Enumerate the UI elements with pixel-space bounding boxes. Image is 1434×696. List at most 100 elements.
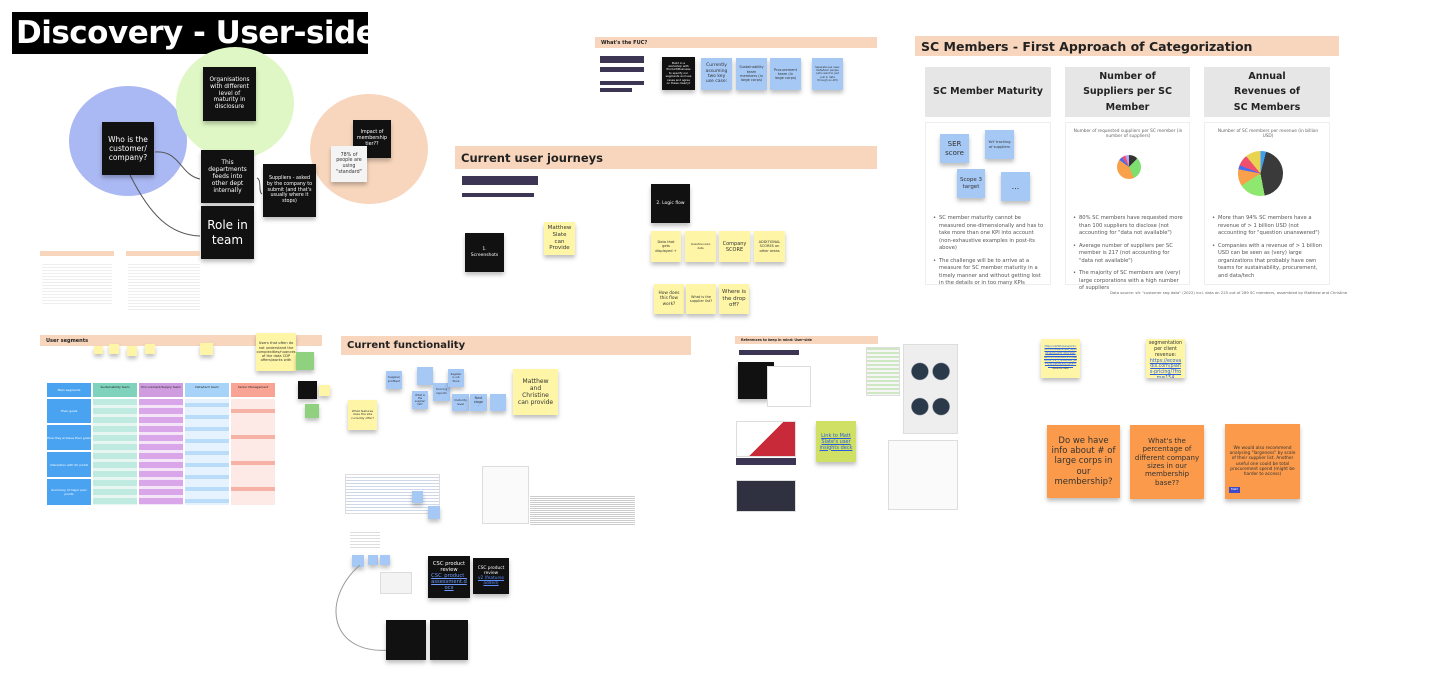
note-register[interactable]: Register is out there [448, 369, 464, 387]
note-blue-small[interactable] [380, 555, 390, 565]
note-logic-flow[interactable]: 2. Logic flow [651, 184, 690, 223]
mini-content-2 [128, 262, 200, 310]
note-how-flow[interactable]: How does this flow work? [654, 284, 684, 314]
note-yoy-tracking[interactable]: YoY tracking of suppliers [985, 130, 1014, 159]
note-supplier-list[interactable]: What is the supplier list? [686, 284, 716, 314]
reference-doc-dark [736, 480, 796, 512]
segment-sticky[interactable] [145, 344, 155, 354]
segment-green-note[interactable] [305, 404, 319, 418]
segment-col-header: Procurement/Supply team [139, 383, 183, 397]
note-standard[interactable]: 78% of people are using "standard" [331, 146, 367, 182]
note-matthew-slate[interactable]: Matthew Slate can Provide [544, 222, 575, 255]
note-black-text[interactable] [386, 620, 426, 660]
ecovadis-link[interactable]: https://ecovadis.com/plans-pricing/?from… [1149, 358, 1182, 379]
note-supplier-profiles[interactable]: Supplier profiles? [386, 371, 402, 389]
note-site-features[interactable]: What features does the site currently of… [348, 400, 377, 430]
csc-review-link[interactable]: CSC_product_assessment.docx [431, 573, 467, 591]
note-additional-scores[interactable]: ADDITIONAL SCORES on other areas [754, 231, 785, 262]
user-insights-link[interactable]: Link to Matt Slate's user insights deck [819, 432, 853, 451]
journeys-header: Current user journeys [455, 146, 877, 169]
segment-sticky[interactable] [127, 346, 137, 356]
note-separate-use-case[interactable]: Separate use case: Data/tech people (who… [812, 58, 843, 90]
note-data-displayed[interactable]: Data that gets displayed + [651, 231, 681, 262]
note-ecovadis[interactable]: EcoVadis's segmentation per client reven… [1146, 339, 1185, 378]
suppliers-bullet: Average number of suppliers per SC membe… [1072, 243, 1183, 266]
note-blue-small[interactable] [368, 555, 378, 565]
note-workshop[interactable]: Build in a workshop with Product/Busines… [662, 57, 695, 90]
note-blue-small[interactable] [490, 394, 506, 411]
segment-col-header: Sustainability team [93, 383, 137, 397]
segments-title: User segments [46, 337, 89, 344]
screenshot-table [530, 495, 635, 525]
note-maturity-level[interactable]: maturity level [452, 394, 469, 411]
segments-table: Main segments Sustainability team Procur… [47, 383, 277, 508]
sc-card-suppliers-label: Number of Suppliers per SC Member [1083, 71, 1172, 113]
screenshot-supplier-overview [482, 466, 529, 524]
csc-review-link[interactable]: v2 (features added) [477, 576, 505, 587]
sc-card-revenues: Annual Revenues of SC Members [1204, 67, 1330, 117]
revenue-caption: Revenue data [1052, 367, 1069, 371]
sc-header: SC Members - First Approach of Categoriz… [915, 36, 1339, 56]
note-questionnaire-data[interactable]: Questionnaire data [685, 231, 716, 262]
note-assuming-use-case[interactable]: Currently assuming two key use case: [701, 58, 732, 90]
note-scoring-reports[interactable]: Scoring reports [433, 383, 450, 401]
sc-data-source: Data source: sfc "customer seg data" (20… [1110, 290, 1348, 295]
reference-doc-guide[interactable] [767, 366, 811, 407]
references-header: References to keep in mind: User-side [735, 336, 878, 344]
note-supplier-list[interactable]: What is the supplier list? [412, 391, 428, 409]
note-blue-small[interactable] [352, 555, 364, 567]
note-link-user-insights[interactable]: Link to Matt Slate's user insights deck [816, 421, 856, 462]
segment-green-note[interactable] [296, 352, 314, 370]
note-scope3-target[interactable]: Scope 3 target [957, 169, 985, 198]
note-matthew-christine[interactable]: Matthew and Christine can provide [513, 369, 558, 415]
journeys-text-line [462, 193, 534, 197]
note-role-in-team[interactable]: Role in team [201, 206, 254, 259]
note-suppliers[interactable]: Suppliers - asked by the company to subm… [263, 164, 316, 217]
note-blue-small[interactable] [412, 491, 423, 503]
note-who-customer[interactable]: Who is the customer/ company? [102, 122, 154, 175]
mini-frame-1 [40, 251, 114, 256]
functionality-header: Current functionality [341, 336, 691, 355]
journeys-title: Current user journeys [461, 150, 603, 165]
segment-sticky[interactable] [109, 344, 119, 354]
note-procurement-team[interactable]: Procurement team (in large corps) [770, 58, 801, 90]
note-sustainability-team[interactable]: Sustainability team members (in large co… [736, 58, 767, 90]
note-users-understand[interactable]: Users that often do not understand the c… [256, 333, 296, 371]
note-screenshots[interactable]: 1. Screenshots [465, 233, 504, 272]
note-black-text[interactable] [430, 620, 468, 660]
note-largeness[interactable]: We would also recommend analysing "large… [1225, 424, 1300, 499]
segment-col-content [93, 399, 137, 505]
note-large-corps[interactable]: Do we have info about # of large corps i… [1047, 425, 1120, 498]
note-company-score[interactable]: Company SCORE [719, 231, 750, 262]
note-ser-score[interactable]: SER score [940, 134, 969, 163]
functionality-title: Current functionality [347, 340, 466, 351]
ref-text-line [736, 458, 796, 465]
segment-sticky[interactable] [319, 385, 330, 396]
segment-sticky[interactable] [200, 343, 213, 355]
revenues-bullet: Companies with a revenue of > 1 billion … [1211, 243, 1323, 281]
segment-sticky[interactable] [94, 346, 103, 354]
screenshot-review-doc [380, 572, 412, 594]
note-blue-small[interactable] [417, 367, 433, 385]
csc-review-label: CSC product review [432, 561, 466, 574]
segment-black-note[interactable] [298, 381, 317, 399]
chart2-pie [1238, 151, 1283, 196]
segment-col-content [231, 399, 275, 505]
journeys-text-line [462, 176, 538, 185]
note-company-sizes[interactable]: What's the percentage of different compa… [1130, 425, 1204, 499]
mini-frame-2 [126, 251, 200, 256]
reference-audience-research[interactable] [736, 421, 796, 457]
note-departments[interactable]: This departments feeds into other dept i… [201, 150, 254, 203]
note-next-stage[interactable]: Next stage - [470, 394, 487, 411]
revenue-data-link[interactable]: https://cdp365.sharepoint.com/:x:/r/site… [1044, 345, 1077, 368]
ref-text-line [739, 350, 799, 355]
note-drop-off[interactable]: Where is the drop off? [719, 284, 749, 314]
segment-col-header: Senior Management [231, 383, 275, 397]
csc-review-label: CSC product review [477, 565, 505, 576]
note-revenue-data[interactable]: https://cdp365.sharepoint.com/:x:/r/site… [1041, 339, 1080, 378]
note-organisations[interactable]: Organisations with different level of ma… [203, 67, 256, 121]
note-ellipsis[interactable]: ... [1001, 172, 1030, 201]
note-blue-small[interactable] [428, 506, 440, 519]
